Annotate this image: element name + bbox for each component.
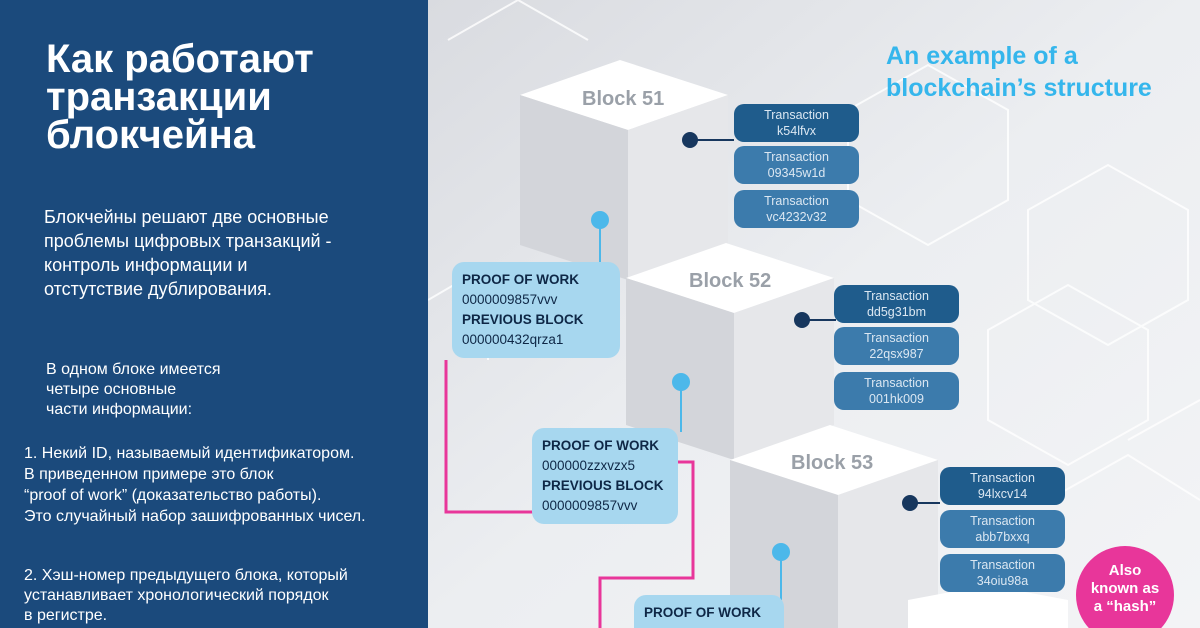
point-1-line: “proof of work” (доказательство работы).	[24, 487, 322, 504]
transaction-card: Transaction dd5g31bm	[834, 285, 959, 323]
transaction-title: Transaction	[764, 108, 829, 122]
transaction-id: vc4232v32	[766, 210, 827, 224]
proof-title: PROOF OF WORK	[462, 272, 579, 287]
hash-badge: Also known as a “hash”	[1076, 546, 1174, 628]
point-1: 1. Некий ID, называемый идентификатором.…	[24, 443, 424, 527]
transaction-id: abb7bxxq	[975, 530, 1030, 544]
heading-line: An example of a	[886, 42, 1078, 70]
transaction-id: 001hk009	[869, 392, 924, 406]
previous-block-title: PREVIOUS BLOCK	[462, 312, 584, 327]
parts-line: В одном блоке имеется	[46, 361, 221, 378]
point-1-line: Это случайный набор зашифрованных чисел.	[24, 508, 366, 525]
heading-line: blockchain’s structure	[886, 74, 1152, 102]
transaction-card: Transaction abb7bxxq	[940, 510, 1065, 548]
title-line: блокчейна	[46, 113, 255, 157]
intro-line: контроль информации и	[44, 255, 248, 275]
transaction-title: Transaction	[764, 150, 829, 164]
proof-value: 0000009857vvv	[462, 292, 558, 307]
title-line: транзакции	[46, 75, 272, 119]
transaction-card: Transaction 09345w1d	[734, 146, 859, 184]
transaction-connector-dots	[682, 132, 918, 511]
hash-link-52	[444, 360, 568, 514]
hash-links	[444, 360, 695, 628]
transaction-id: dd5g31bm	[866, 305, 927, 319]
transaction-id: 34oiu98a	[976, 574, 1029, 588]
hash-badge-line: a “hash”	[1093, 598, 1157, 615]
intro-line: Блокчейны решают две основные	[44, 207, 329, 227]
transaction-title: Transaction	[970, 514, 1035, 528]
proof-title: PROOF OF WORK	[644, 605, 761, 620]
point-2-line: 2. Хэш-номер предыдущего блока, который	[24, 567, 348, 584]
previous-block-title: PREVIOUS BLOCK	[542, 478, 664, 493]
proof-box-block-51: PROOF OF WORK 0000009857vvv PREVIOUS BLO…	[452, 262, 620, 358]
diagram-heading: An example of a blockchain’s structure	[886, 40, 1196, 104]
block-52-label: Block 52	[689, 270, 772, 292]
proof-connectors	[591, 211, 790, 600]
previous-block-value: 0000009857vvv	[542, 498, 638, 513]
transaction-card: Transaction k54lfvx	[734, 104, 859, 142]
hash-link-53	[598, 460, 695, 628]
intro-line: отстутствие дублирования.	[44, 279, 272, 299]
transaction-card: Transaction 001hk009	[834, 372, 959, 410]
page-title: Как работают транзакции блокчейна	[46, 37, 406, 157]
block-51-label: Block 51	[582, 88, 665, 110]
point-2: 2. Хэш-номер предыдущего блока, который …	[24, 566, 424, 626]
transaction-title: Transaction	[970, 471, 1035, 485]
point-1-line: 1. Некий ID, называемый идентификатором.	[24, 445, 355, 462]
transaction-id: 94lxcv14	[977, 487, 1028, 501]
transaction-id: k54lfvx	[777, 124, 816, 138]
transaction-card: Transaction 22qsx987	[834, 327, 959, 365]
point-2-line: в регистре.	[24, 607, 108, 624]
hash-badge-line: Also	[1108, 562, 1142, 579]
transaction-title: Transaction	[970, 558, 1035, 572]
block-53-label: Block 53	[791, 452, 874, 474]
point-2-line: устанавливает хронологический порядок	[24, 587, 329, 604]
transaction-title: Transaction	[864, 331, 929, 345]
point-1-line: В приведенном примере это блок	[24, 466, 274, 483]
proof-title: PROOF OF WORK	[542, 438, 659, 453]
intro-paragraph: Блокчейны решают две основные проблемы ц…	[44, 205, 414, 301]
transaction-card: Transaction 94lxcv14	[940, 467, 1065, 505]
transaction-card: Transaction 34oiu98a	[940, 554, 1065, 592]
transaction-title: Transaction	[864, 376, 929, 390]
parts-paragraph: В одном блоке имеется четыре основные ча…	[46, 360, 346, 420]
proof-box-block-52: PROOF OF WORK 000000zzxvzx5 PREVIOUS BLO…	[532, 428, 678, 524]
transaction-id: 22qsx987	[869, 347, 924, 361]
diagram-area: An example of a blockchain’s structure B…	[428, 0, 1200, 628]
proof-value: 000000zzxvzx5	[542, 458, 636, 473]
proof-box-block-53: PROOF OF WORK	[634, 595, 784, 628]
block-54-cube	[908, 585, 1068, 628]
transaction-title: Transaction	[864, 289, 929, 303]
transaction-title: Transaction	[764, 194, 829, 208]
intro-line: проблемы цифровых транзакций -	[44, 231, 332, 251]
block-51-cube	[520, 60, 728, 280]
parts-line: четыре основные	[46, 381, 177, 398]
parts-line: части информации:	[46, 401, 193, 418]
previous-block-value: 000000432qrza1	[462, 332, 564, 347]
hash-badge-line: known as	[1090, 580, 1160, 597]
transaction-id: 09345w1d	[767, 166, 826, 180]
title-line: Как работают	[46, 37, 314, 81]
left-panel: Как работают транзакции блокчейна Блокче…	[0, 0, 428, 628]
transaction-card: Transaction vc4232v32	[734, 190, 859, 228]
